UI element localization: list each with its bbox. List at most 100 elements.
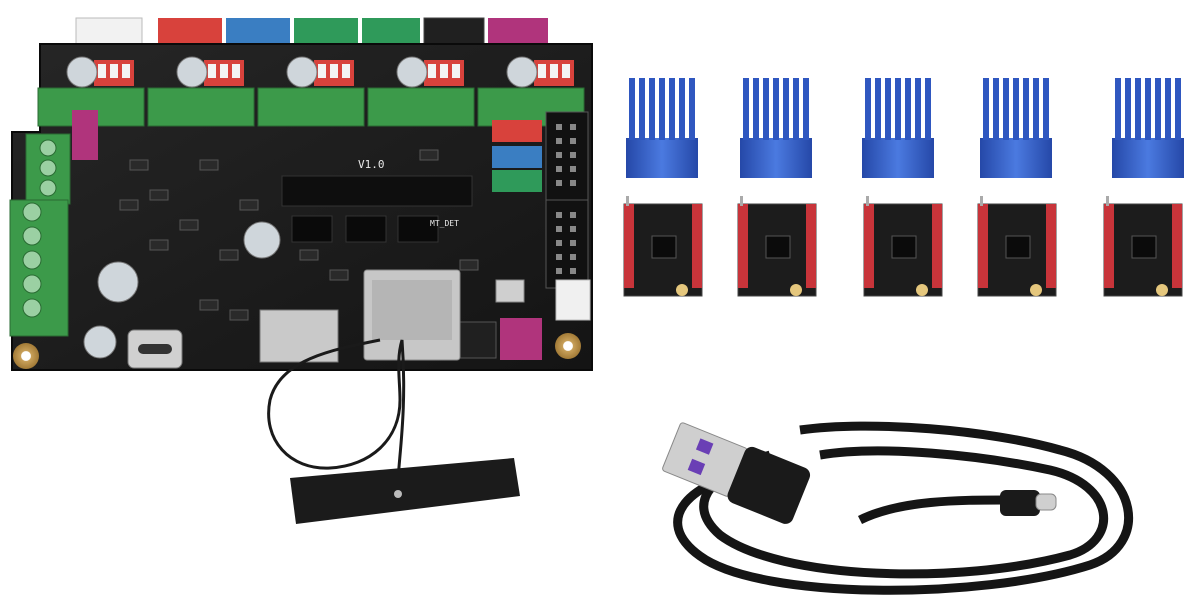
connector-black-bottom [455, 321, 497, 359]
heatsink-base [626, 138, 698, 178]
dip-switch-lever [428, 64, 436, 78]
chip-2 [345, 215, 387, 243]
terminal-screw [22, 226, 42, 246]
heatsink-fin [679, 78, 685, 140]
terminal-screw [39, 159, 57, 177]
terminal-screw [22, 274, 42, 294]
capacitor-1 [97, 261, 139, 303]
header-pin [556, 138, 562, 144]
heatsink-fin [1155, 78, 1161, 140]
board-version-label: V1.0 [358, 158, 385, 171]
terminal-screw [39, 139, 57, 157]
capacitor-3 [243, 221, 281, 259]
usb-a-housing [727, 446, 811, 524]
usb-cable [662, 421, 1133, 595]
header-pin [556, 166, 562, 172]
stepper-driver [863, 196, 943, 297]
header-pin [556, 124, 562, 130]
header-pin [556, 268, 562, 274]
chip-1 [291, 215, 333, 243]
wifi-antenna [267, 338, 520, 524]
heatsink-fin [803, 78, 809, 140]
driver-pin [740, 196, 743, 206]
heatsink-fin [993, 78, 999, 140]
heatsink-base [740, 138, 812, 178]
dip-switch-lever [562, 64, 570, 78]
heatsink-fin [1023, 78, 1029, 140]
heatsink-fin [1003, 78, 1009, 140]
controller-board: V1.0 MT_DET [9, 17, 593, 371]
driver-capacitor [396, 56, 428, 88]
header-pin [556, 212, 562, 218]
heatsink-fin [743, 78, 749, 140]
heatsink-fin [783, 78, 789, 140]
antenna-cable [267, 338, 406, 495]
driver-potentiometer [1156, 284, 1168, 296]
driver-socket [257, 87, 365, 127]
smd-part [299, 249, 319, 261]
terminal-block-lower [9, 199, 69, 337]
heatsink [626, 78, 698, 178]
endstop-z-connector [492, 170, 542, 192]
top-connector-white [75, 17, 143, 45]
heatsinks-row [626, 78, 1184, 178]
heatsink-fin [895, 78, 901, 140]
header-pin [570, 254, 576, 260]
header-pin [556, 254, 562, 260]
heatsink-fin [773, 78, 779, 140]
mounting-hole-left [13, 343, 39, 369]
smd-part [459, 259, 479, 271]
driver-header-left [978, 204, 988, 288]
driver-header-right [692, 204, 702, 288]
stepper-driver [737, 196, 817, 297]
usb-a-pin-1 [695, 438, 714, 455]
driver-header-left [624, 204, 634, 288]
driver-capacitor [286, 56, 318, 88]
header-pin [570, 152, 576, 158]
stepper-driver [1103, 196, 1183, 297]
stepper-drivers-row [623, 196, 1183, 297]
terminal-screw [22, 202, 42, 222]
smd-part [419, 149, 439, 161]
usb-c-housing [1000, 490, 1040, 516]
heatsink-fin [875, 78, 881, 140]
dip-switch-lever [110, 64, 118, 78]
smd-part [199, 159, 219, 171]
stepper-driver [623, 196, 703, 297]
heatsink-fin [659, 78, 665, 140]
heatsink-fin [915, 78, 921, 140]
stepper-driver [977, 196, 1057, 297]
button-reset [495, 279, 525, 303]
wifi-module-shield [372, 280, 452, 340]
driver-capacitors [66, 56, 538, 88]
header-pin [570, 138, 576, 144]
heatsink-fin [639, 78, 645, 140]
driver-header-left [864, 204, 874, 288]
driver-pin [1106, 196, 1109, 206]
exp-header-pins [556, 124, 576, 274]
header-pin [556, 152, 562, 158]
exp-header-2 [545, 199, 589, 289]
driver-chip [1131, 235, 1157, 259]
top-connector-red [158, 18, 222, 44]
header-pin [570, 124, 576, 130]
heatsink-fin [753, 78, 759, 140]
smd-part [199, 299, 219, 311]
heatsink-fin [689, 78, 695, 140]
dip-switch-lever [208, 64, 216, 78]
smd-part [149, 239, 169, 251]
header-pin [556, 180, 562, 186]
top-connector-green [294, 18, 358, 44]
usb-a-pin-2 [687, 458, 706, 476]
dip-switch-lever [220, 64, 228, 78]
driver-potentiometer [916, 284, 928, 296]
heatsink-fin [865, 78, 871, 140]
heatsink-fin [1125, 78, 1131, 140]
driver-chip [651, 235, 677, 259]
driver-header-right [1046, 204, 1056, 288]
chip-mcu [281, 175, 473, 207]
driver-header-left [1104, 204, 1114, 288]
terminal-screw [22, 250, 42, 270]
usb-c-metal [1035, 493, 1057, 511]
header-pin [570, 180, 576, 186]
